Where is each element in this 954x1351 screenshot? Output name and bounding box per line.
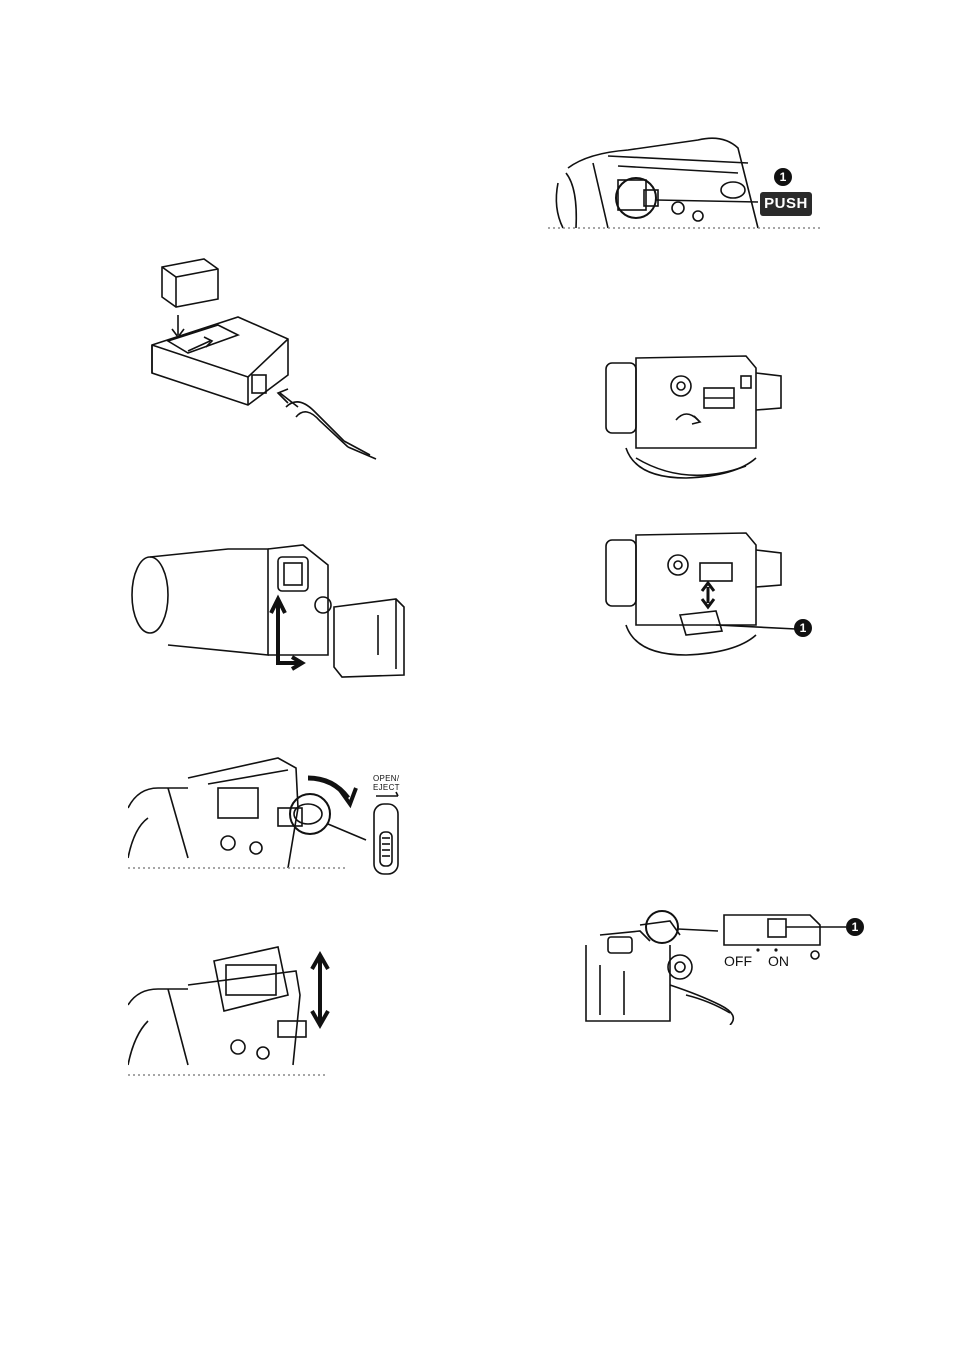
on-label: ON [768, 953, 789, 969]
figure-cassette-eject: OPEN/ EJECT [128, 748, 408, 878]
battery-insert-drawing [128, 535, 408, 680]
off-label: OFF [724, 953, 752, 969]
callout-number-1: 1 [794, 619, 812, 637]
figure-power-switch: 1 OFF ON [580, 905, 870, 1025]
card-slot-open-drawing [596, 348, 786, 488]
figure-card-slot-open [596, 348, 786, 488]
push-label: PUSH [760, 192, 812, 216]
callout-number-1: 1 [774, 168, 792, 186]
open-eject-label-line2: EJECT [373, 783, 400, 792]
open-eject-label-line1: OPEN/ [373, 774, 399, 783]
figure-cassette-insert [128, 925, 343, 1080]
callout-number-1: 1 [846, 918, 864, 936]
battery-charger-drawing [148, 255, 380, 465]
figure-card-insert: 1 [596, 525, 816, 665]
cassette-insert-drawing [128, 925, 343, 1080]
cassette-eject-drawing [128, 748, 408, 878]
figure-battery-charger [148, 255, 380, 465]
figure-battery-insert [128, 535, 408, 680]
figure-push-latch: 1 PUSH [548, 128, 820, 238]
card-insert-drawing [596, 525, 816, 665]
